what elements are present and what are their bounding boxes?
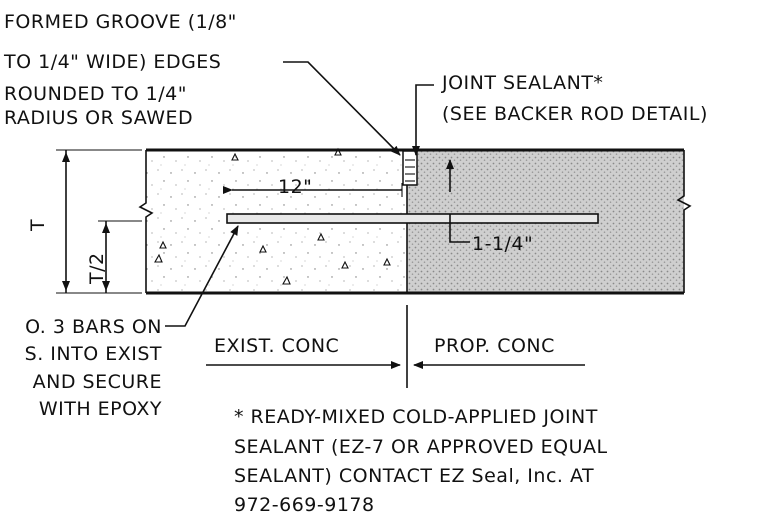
sealant-leader <box>412 84 434 156</box>
dim-t2-arrow-top <box>102 223 110 233</box>
dim-t-label: T <box>27 219 49 232</box>
dim-114-leader <box>449 214 470 243</box>
joint-sealant <box>402 150 418 186</box>
sealant-note-line-1: JOINT SEALANT* <box>441 72 603 94</box>
footnote-line-1: * READY-MIXED COLD-APPLIED JOINT <box>234 406 598 428</box>
sealant-hatch <box>405 159 415 182</box>
groove-note-line-4: RADIUS OR SAWED <box>4 107 193 129</box>
footnote-line-3: SEALANT) CONTACT EZ Seal, Inc. AT <box>234 465 594 487</box>
dowel-bar <box>226 213 599 224</box>
footnote-line-4: 972-669-9178 <box>234 494 375 516</box>
exist-conc-label: EXIST. CONC <box>214 335 339 357</box>
right-break-line <box>676 150 692 293</box>
dim-t2-label: T/2 <box>86 252 108 285</box>
bars-note: O. 3 BARS ON S. INTO EXIST AND SECURE WI… <box>25 316 162 420</box>
groove-note-line-2: TO 1/4" WIDE) EDGES <box>3 51 221 73</box>
aggregate-marks <box>154 147 391 285</box>
bars-note-line-3: AND SECURE <box>33 371 162 393</box>
bars-note-line-4: WITH EPOXY <box>39 398 162 420</box>
dim-t2-arrow-bottom <box>102 281 110 291</box>
bars-note-line-1: O. 3 BARS ON <box>25 316 162 338</box>
sealant-footnote: * READY-MIXED COLD-APPLIED JOINT SEALANT… <box>234 406 608 516</box>
footnote-line-2: SEALANT (EZ-7 OR APPROVED EQUAL <box>234 436 608 458</box>
groove-leader <box>283 61 401 156</box>
dim-114-label: 1-1/4" <box>472 233 533 255</box>
dim-t-arrow-top <box>62 152 70 162</box>
bars-note-line-2: S. INTO EXIST <box>25 343 162 365</box>
prop-conc-label: PROP. CONC <box>434 335 555 357</box>
sealant-note: JOINT SEALANT* (SEE BACKER ROD DETAIL) <box>441 72 708 125</box>
groove-note-line-1: FORMED GROOVE (1/8" <box>4 11 237 33</box>
dim-12-label: 12" <box>278 176 312 198</box>
groove-note-line-3: ROUNDED TO 1/4" <box>4 83 187 105</box>
bars-leader <box>165 225 239 327</box>
left-break-line <box>138 150 154 293</box>
sealant-note-line-2: (SEE BACKER ROD DETAIL) <box>442 103 708 125</box>
groove-note: FORMED GROOVE (1/8" TO 1/4" WIDE) EDGES … <box>3 11 237 129</box>
dim-t-arrow-bottom <box>62 281 70 291</box>
